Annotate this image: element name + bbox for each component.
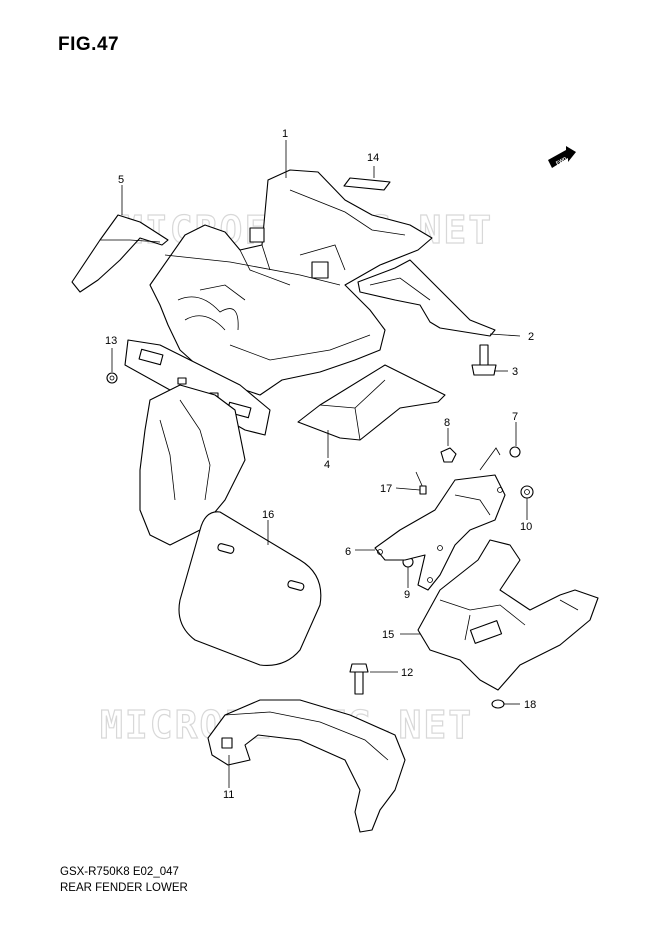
callout-15: 15 xyxy=(382,629,394,641)
callout-12: 12 xyxy=(401,667,413,679)
part-17-clip xyxy=(415,471,427,495)
leader-lines xyxy=(111,140,528,788)
model-code: GSX-R750K8 E02_047 xyxy=(60,866,179,878)
callout-3: 3 xyxy=(512,366,518,378)
callout-14: 14 xyxy=(367,152,379,164)
part-6-bracket-frame xyxy=(374,447,506,591)
part-16-rubber-mat xyxy=(178,511,322,666)
part-14-label xyxy=(343,177,391,191)
part-12-bolt xyxy=(349,663,369,695)
part-4-undertray xyxy=(297,364,446,441)
callout-5: 5 xyxy=(118,174,124,186)
callout-10: 10 xyxy=(520,521,532,533)
callout-9: 9 xyxy=(404,589,410,601)
callout-16: 16 xyxy=(262,509,274,521)
figure-name: REAR FENDER LOWER xyxy=(60,882,188,894)
part-13-reflector xyxy=(106,372,118,384)
callout-18: 18 xyxy=(524,699,536,711)
fwd-label: FWD xyxy=(555,156,568,167)
callout-labels: 1 2 3 4 5 6 7 8 9 10 11 12 13 14 15 16 1… xyxy=(105,128,536,801)
figure-title: FIG.47 xyxy=(58,34,120,55)
part-10-screw xyxy=(520,485,534,499)
fwd-arrow-icon: FWD xyxy=(548,146,576,168)
callout-1: 1 xyxy=(282,128,288,140)
part-5-side-cover xyxy=(71,214,169,293)
part-7-screw xyxy=(509,446,521,458)
part-2-bracket xyxy=(357,259,496,337)
part-15-lower-tray xyxy=(417,539,599,691)
part-8-nut xyxy=(440,447,457,463)
part-3-bolt xyxy=(471,344,497,376)
callout-11: 11 xyxy=(223,789,234,801)
callout-6: 6 xyxy=(345,546,351,558)
part-11-fender-lower xyxy=(207,699,406,833)
callout-13: 13 xyxy=(105,335,117,347)
callout-17: 17 xyxy=(380,483,392,495)
callout-8: 8 xyxy=(444,417,450,429)
callout-2: 2 xyxy=(528,331,534,343)
part-18-grommet xyxy=(491,699,505,709)
callout-4: 4 xyxy=(324,459,330,471)
callout-7: 7 xyxy=(512,411,518,423)
